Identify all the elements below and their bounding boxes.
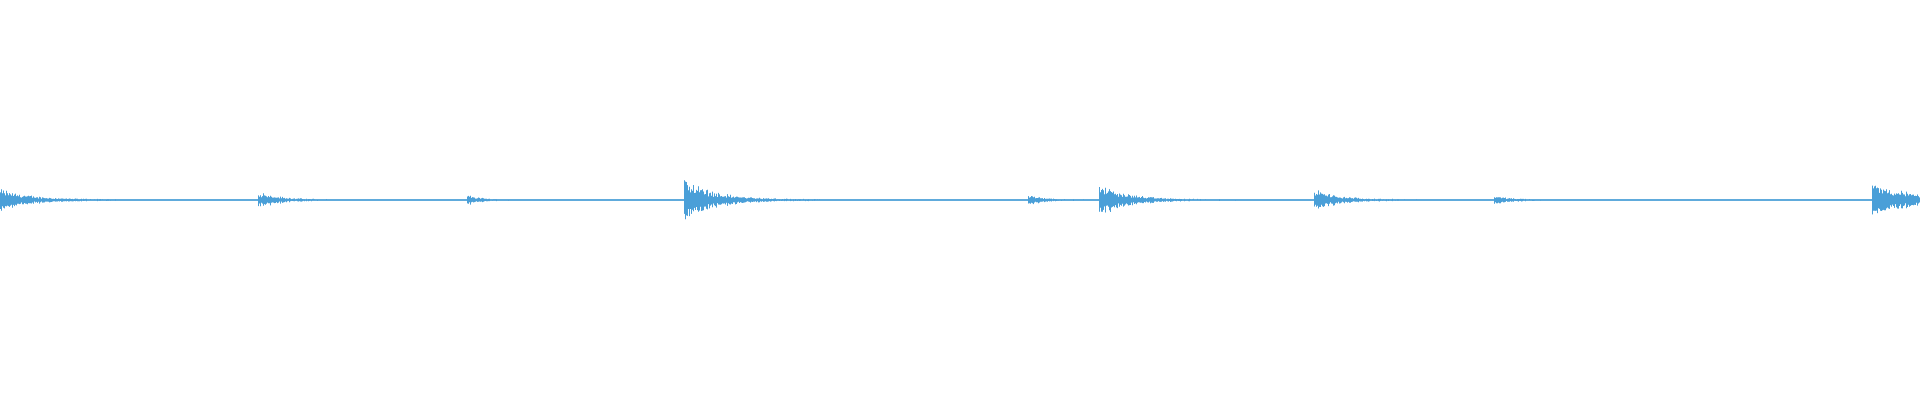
- waveform-amplitude: [0, 180, 1920, 220]
- waveform-trace: [0, 180, 1920, 220]
